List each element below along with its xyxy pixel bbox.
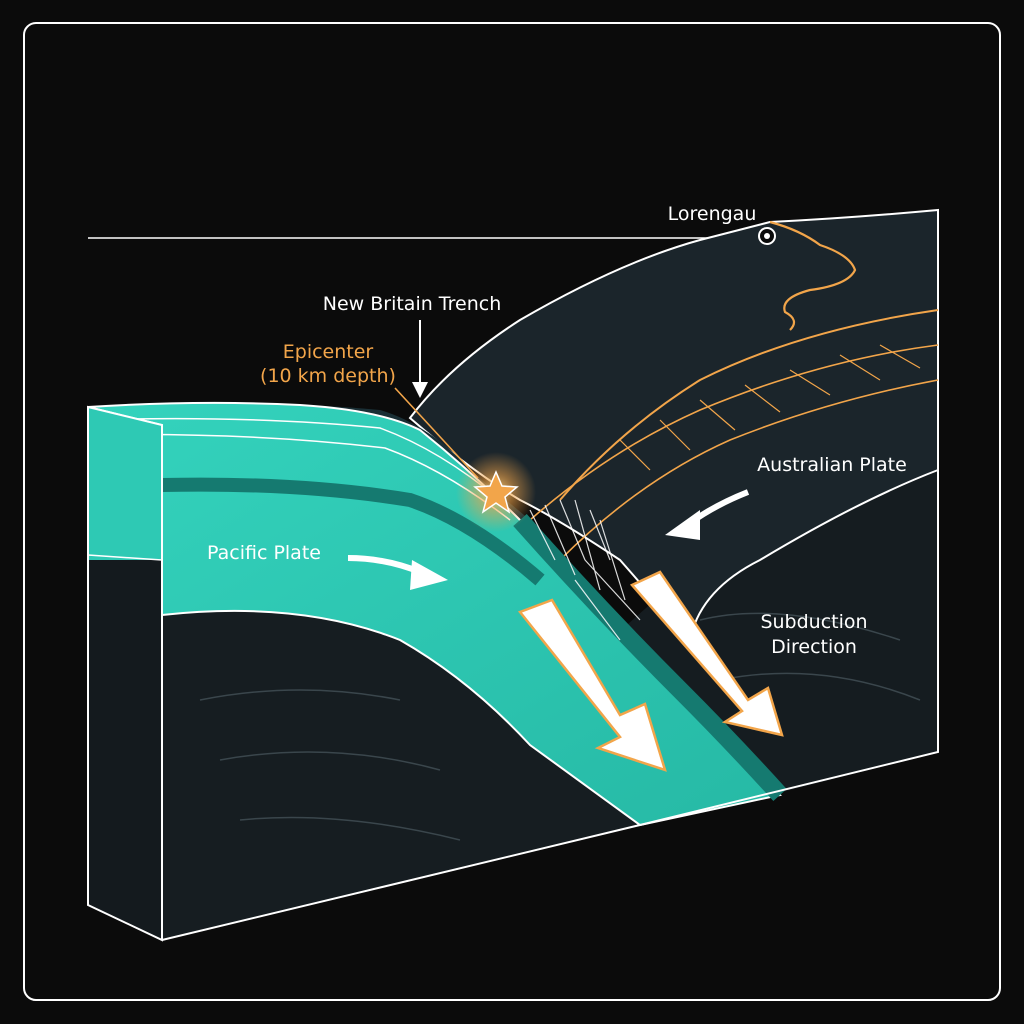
epicenter-depth-label: (10 km depth) <box>260 365 396 387</box>
pacific-left-face-bottom <box>88 560 162 940</box>
location-dot-core <box>764 233 770 239</box>
australian-plate-label: Australian Plate <box>757 454 907 476</box>
subduction-label-line1: Subduction <box>760 611 867 633</box>
lorengau-label: Lorengau <box>668 203 757 225</box>
epicenter-label: Epicenter <box>283 341 374 363</box>
pacific-plate-label: Pacific Plate <box>207 542 321 564</box>
trench-label: New Britain Trench <box>323 293 502 315</box>
subduction-label-line2: Direction <box>771 636 857 658</box>
